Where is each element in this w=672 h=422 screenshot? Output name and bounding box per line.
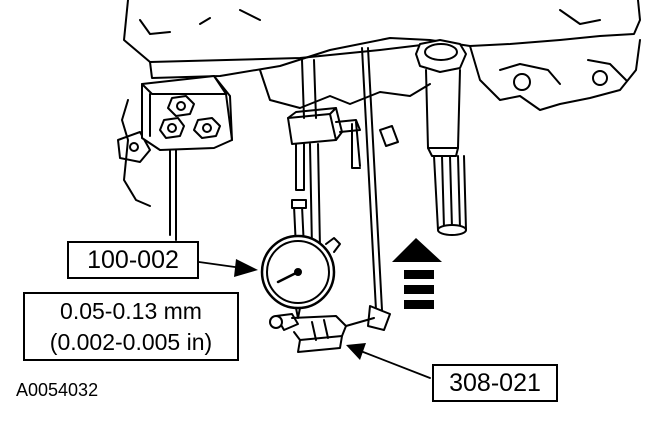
probe-rod bbox=[361, 47, 391, 331]
direction-arrow bbox=[392, 238, 442, 309]
leader-arrowheads bbox=[234, 259, 366, 360]
mounting-bracket bbox=[141, 75, 233, 241]
arrowhead-tool-b bbox=[346, 343, 366, 360]
figure-id: A0054032 bbox=[16, 380, 99, 400]
indicator-rod bbox=[301, 59, 321, 249]
callout-tool-100-002: 100-002 bbox=[67, 241, 199, 279]
bolt-head bbox=[167, 95, 195, 117]
bolt-head bbox=[193, 117, 221, 139]
clamp-block bbox=[287, 107, 361, 191]
indicator-holder bbox=[269, 313, 375, 353]
callout-text: 100-002 bbox=[87, 245, 179, 274]
leader-lines bbox=[198, 261, 431, 379]
bolt-head bbox=[159, 117, 185, 139]
transmission-case bbox=[117, 0, 641, 207]
callout-tool-308-021: 308-021 bbox=[432, 364, 558, 402]
output-shaft bbox=[379, 39, 467, 236]
arrow-bar bbox=[404, 270, 434, 279]
callout-text: 308-021 bbox=[449, 368, 541, 397]
arrow-bar bbox=[404, 285, 434, 294]
up-arrow-icon bbox=[392, 238, 442, 262]
spec-metric: 0.05-0.13 mm bbox=[60, 297, 202, 324]
arrowhead-tool-a bbox=[234, 259, 258, 277]
arrow-bar bbox=[404, 300, 434, 309]
spec-imperial: (0.002-0.005 in) bbox=[49, 328, 213, 355]
callout-specification: 0.05-0.13 mm (0.002-0.005 in) bbox=[23, 292, 239, 361]
dial-indicator bbox=[260, 199, 341, 319]
